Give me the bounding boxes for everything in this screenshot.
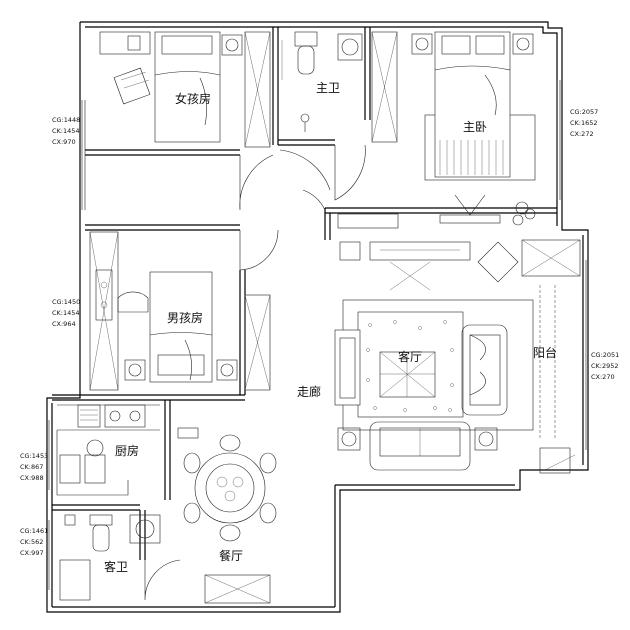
dim-kitchen-cg: CG:1453	[20, 452, 48, 460]
dimension-kitchen: CG:1453 CK:867 CX:988	[20, 452, 48, 482]
label-master-bath: 主卫	[316, 81, 340, 95]
bedroom-rug-hatch	[439, 140, 504, 175]
dim-master-ck: CK:1652	[570, 119, 598, 127]
master-bath-fixtures	[281, 31, 363, 132]
dim-boys-ck: CK:1454	[52, 309, 80, 317]
living-room-furniture	[334, 241, 534, 471]
dimension-balcony: CG:2051 CK:2952 CX:270	[591, 351, 619, 381]
label-guest-bath: 客卫	[104, 559, 128, 574]
dim-master-cx: CX:272	[570, 130, 594, 138]
dimension-guest-bath: CG:1461 CK:562 CX:997	[20, 527, 48, 557]
dim-boys-cx: CX:964	[52, 320, 76, 328]
decor-plant-icon	[512, 201, 536, 226]
label-dining-room: 餐厅	[219, 548, 243, 563]
wardrobes	[89, 31, 398, 604]
label-master-bedroom: 主卧	[463, 120, 487, 134]
label-corridor: 走廊	[297, 384, 321, 399]
kitchen-fixtures	[59, 404, 199, 484]
dim-boys-cg: CG:1450	[52, 298, 80, 306]
dim-balcony-ck: CK:2952	[591, 362, 619, 370]
guest-bath-fixtures	[59, 514, 161, 601]
girls-room-furniture	[99, 31, 243, 143]
dim-girls-ck: CK:1454	[52, 127, 80, 135]
balcony-items	[521, 239, 581, 474]
room-labels: 女孩房 主卫 主卧 男孩房 客厅 阳台 走廊 厨房 客卫 餐厅	[104, 81, 557, 574]
label-balcony: 阳台	[533, 345, 557, 360]
label-living-room: 客厅	[398, 349, 422, 364]
dim-balcony-cg: CG:2051	[591, 351, 619, 359]
label-kitchen: 厨房	[115, 443, 139, 458]
label-girls-room: 女孩房	[175, 91, 211, 106]
dim-girls-cg: CG:1448	[52, 116, 80, 124]
rug-pattern	[366, 320, 454, 412]
exterior-walls	[46, 21, 589, 613]
dimension-master-bedroom: CG:2057 CK:1652 CX:272	[570, 108, 598, 138]
master-bedroom-furniture	[337, 31, 536, 229]
dim-kitchen-ck: CK:867	[20, 463, 43, 471]
dimension-girls-room: CG:1448 CK:1454 CX:970	[52, 116, 80, 146]
dim-guestbath-ck: CK:562	[20, 538, 43, 546]
doors	[144, 144, 366, 601]
dim-girls-cx: CX:970	[52, 138, 76, 146]
dim-guestbath-cg: CG:1461	[20, 527, 48, 535]
dim-kitchen-cx: CX:988	[20, 474, 44, 482]
dining-set	[183, 434, 277, 542]
dim-balcony-cx: CX:270	[591, 373, 615, 381]
label-boys-room: 男孩房	[167, 310, 203, 325]
boys-room-furniture	[95, 269, 238, 383]
dim-master-cg: CG:2057	[570, 108, 598, 116]
dimension-boys-room: CG:1450 CK:1454 CX:964	[52, 298, 80, 328]
dim-guestbath-cx: CX:997	[20, 549, 44, 557]
